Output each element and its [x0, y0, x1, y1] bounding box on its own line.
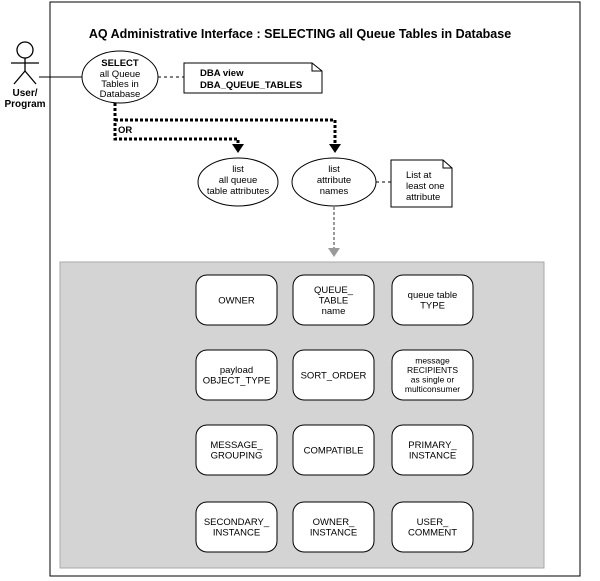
attribute-box	[391, 501, 474, 553]
note-attr-line-1: List at	[406, 170, 432, 181]
gray-arrowhead	[328, 248, 340, 257]
attribute-label: RECIPIENTS	[407, 365, 458, 375]
attribute-box	[195, 274, 278, 326]
select-oval-line-1: SELECT	[101, 58, 139, 69]
attribute-label: QUEUE_	[314, 285, 354, 296]
note-dba-box	[183, 62, 323, 94]
note-dba-line-1: DBA view	[200, 68, 244, 79]
list-attributes-line-3: names	[320, 186, 349, 197]
attribute-label: OBJECT_TYPE	[203, 376, 271, 387]
attribute-box	[292, 501, 375, 553]
attribute-label: payload	[220, 365, 253, 376]
or-branch-connector	[113, 103, 337, 146]
attribute-label: GROUPING	[211, 451, 263, 462]
list-all-line-1: list	[232, 164, 244, 175]
note-attr-line-3: attribute	[406, 192, 440, 203]
attribute-label: MESSAGE_	[210, 440, 263, 451]
list-all-line-3: table attributes	[207, 186, 270, 197]
list-all-line-2: all queue	[219, 175, 258, 186]
diagram-title: AQ Administrative Interface : SELECTING …	[89, 27, 511, 41]
note-attr-line-2: least one	[406, 181, 445, 192]
attribute-box	[292, 274, 375, 326]
list-attributes-line-1: list	[328, 164, 340, 175]
note-dba-line-2: DBA_QUEUE_TABLES	[200, 80, 302, 91]
attribute-label: OWNER	[218, 295, 255, 306]
attribute-label: USER_	[417, 517, 449, 528]
select-oval-line-4: Database	[100, 89, 141, 100]
user-program-actor	[11, 41, 39, 85]
actor-label-line-1: User/	[12, 88, 37, 99]
select-oval-line-3: Tables in	[101, 79, 139, 90]
attribute-label: OWNER_	[313, 517, 355, 528]
attribute-label: COMPATIBLE	[304, 445, 364, 456]
note-attr-box	[390, 159, 453, 208]
select-oval-line-2: all Queue	[100, 69, 141, 80]
arrowhead-list-all	[232, 144, 244, 153]
attribute-box	[195, 349, 278, 401]
attribute-label: COMMENT	[408, 528, 457, 539]
arrowhead-list-attributes	[329, 144, 341, 153]
attribute-label: SECONDARY_	[204, 517, 270, 528]
attribute-label: queue table	[408, 290, 458, 301]
attribute-label: as single or	[411, 375, 455, 385]
list-all-oval	[197, 157, 279, 207]
attribute-label: PRIMARY_	[408, 440, 457, 451]
attribute-box	[391, 274, 474, 326]
attribute-label: message	[415, 356, 450, 366]
attribute-box	[391, 349, 474, 401]
attribute-label: multiconsumer	[405, 384, 460, 394]
attribute-box	[195, 424, 278, 476]
attribute-box	[391, 424, 474, 476]
attribute-label: name	[322, 306, 346, 317]
actor-label-line-2: Program	[4, 99, 45, 110]
attribute-label: INSTANCE	[409, 451, 456, 462]
attribute-label: INSTANCE	[310, 528, 357, 539]
attribute-box	[292, 424, 375, 476]
attribute-label: INSTANCE	[213, 528, 260, 539]
attribute-box	[292, 349, 375, 401]
attribute-label: TABLE	[319, 295, 348, 306]
or-label: OR	[118, 125, 132, 136]
list-attributes-line-2: attribute	[317, 175, 351, 186]
attribute-label: SORT_ORDER	[301, 370, 367, 381]
note-dba-fold	[311, 63, 322, 72]
attribute-box	[195, 501, 278, 553]
attribute-label: TYPE	[420, 301, 445, 312]
note-attr-fold	[442, 160, 452, 169]
